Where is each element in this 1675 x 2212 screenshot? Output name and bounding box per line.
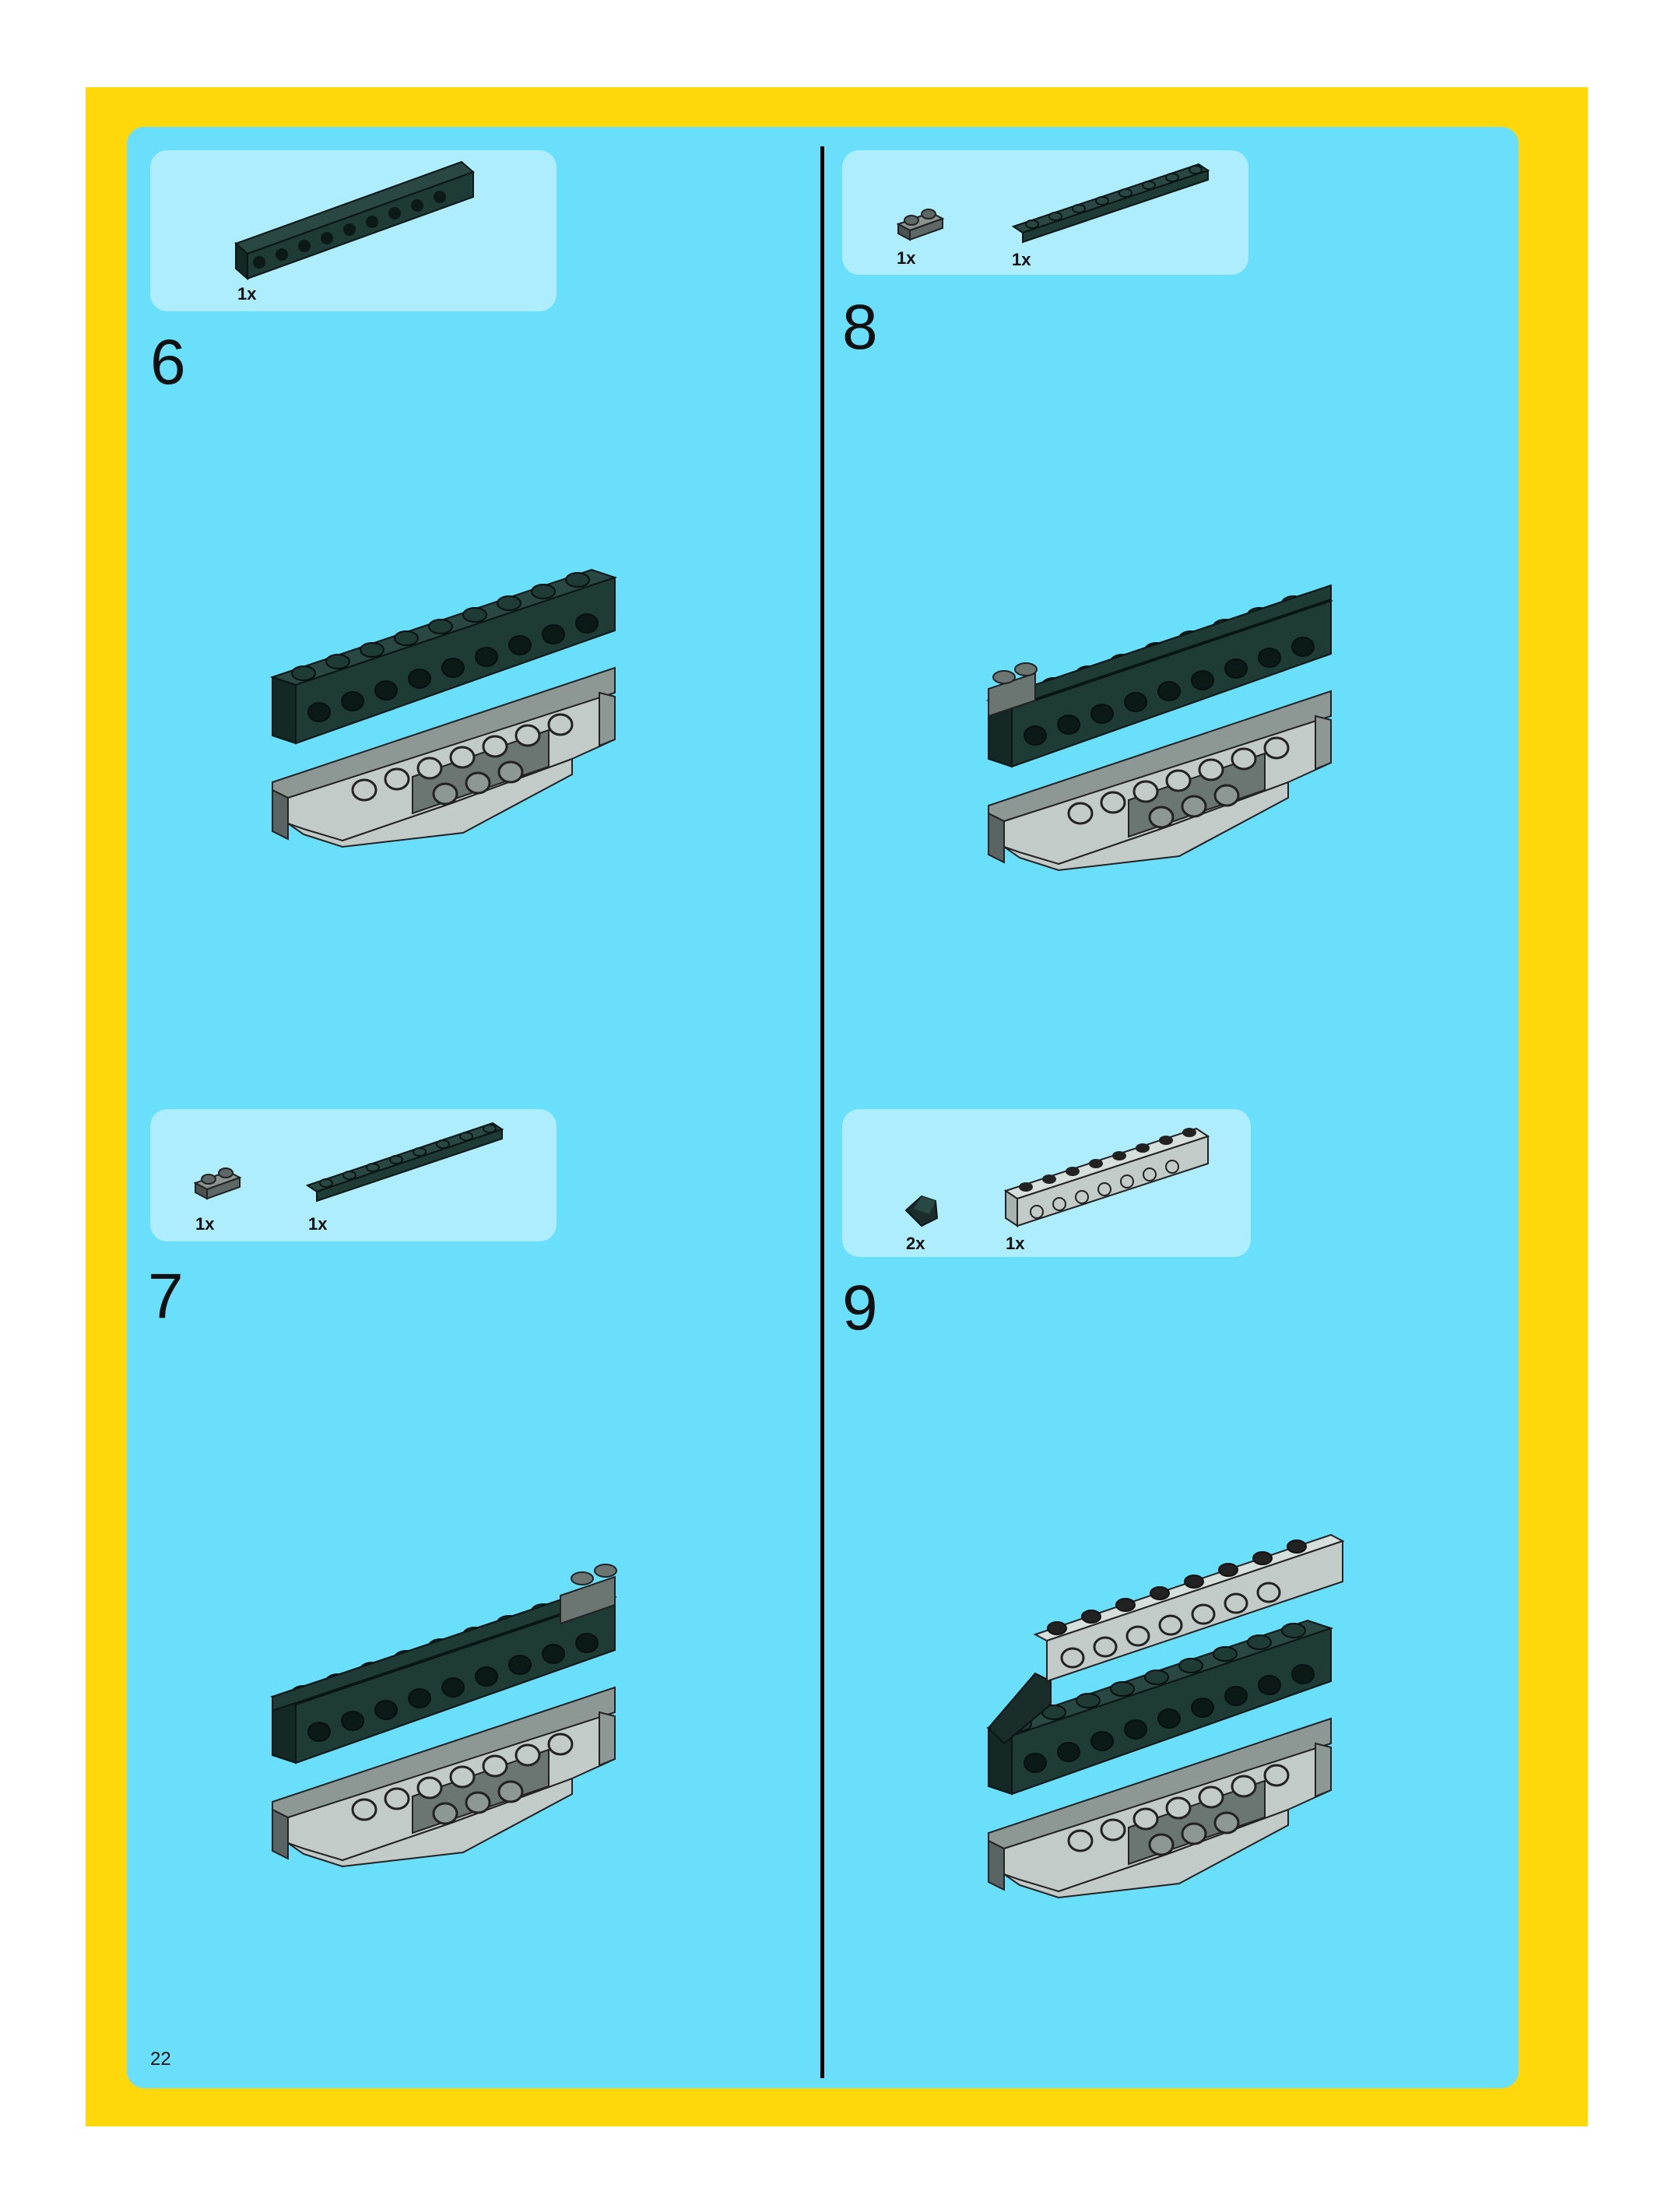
step-number-7: 7 — [148, 1261, 184, 1332]
part-quantity: 1x — [195, 1214, 215, 1234]
part-quantity: 1x — [1006, 1234, 1025, 1253]
assembly-step-9 — [987, 1533, 1345, 1899]
parts-callout-step-8: 1x 1x — [842, 150, 1248, 275]
page-number: 22 — [150, 2049, 171, 2070]
dark-plate-icon — [305, 1122, 504, 1203]
gray-plate-icon — [193, 1167, 242, 1200]
part-quantity: 1x — [237, 284, 257, 304]
dark-slope-icon — [904, 1195, 939, 1227]
assembly-step-8 — [987, 584, 1333, 872]
parts-callout-step-7: 1x 1x — [150, 1109, 557, 1241]
assembly-step-7 — [271, 1564, 617, 1868]
column-divider — [820, 146, 824, 2078]
step-number-9: 9 — [842, 1273, 878, 1343]
part-quantity: 1x — [1012, 250, 1031, 269]
gray-plate-icon — [896, 209, 945, 241]
step-number-6: 6 — [150, 327, 186, 398]
part-quantity: 2x — [906, 1234, 925, 1253]
dark-plate-icon — [1011, 163, 1210, 244]
light-technic-beam-icon — [1003, 1127, 1210, 1227]
dark-technic-beam-icon — [234, 160, 475, 281]
parts-callout-step-6: 1x — [150, 150, 557, 311]
assembly-step-6 — [271, 569, 616, 848]
step-number-8: 8 — [842, 292, 878, 363]
parts-callout-step-9: 2x 1x — [842, 1109, 1251, 1257]
part-quantity: 1x — [897, 248, 916, 268]
part-quantity: 1x — [308, 1214, 328, 1234]
